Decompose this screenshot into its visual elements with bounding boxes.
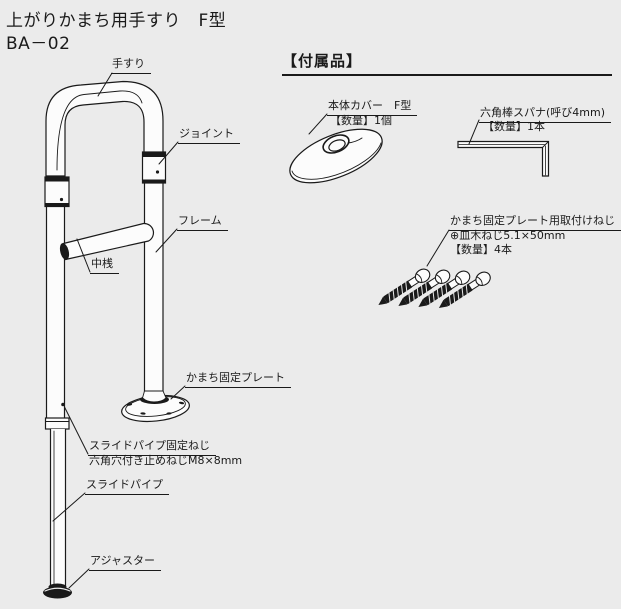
handrail-drawing <box>43 80 190 599</box>
label-joint: ジョイント <box>178 127 240 144</box>
accessory-screws-qty: 【数量】4本 <box>450 243 512 256</box>
leader-joint <box>158 141 179 165</box>
accessory-cover-qty: 【数量】1個 <box>330 114 392 127</box>
mid-rail-bar <box>59 222 155 261</box>
page-title: 上がりかまち用手すり F型 <box>6 11 227 31</box>
model-number: BA－02 <box>6 34 71 54</box>
kamachi-plate-drawing <box>121 390 190 423</box>
cover-drawing <box>289 128 383 184</box>
leader-adjuster <box>68 568 90 589</box>
label-kamachi-plate: かまち固定プレート <box>185 371 291 388</box>
accessory-wrench-name: 六角棒スパナ(呼び4mm) <box>479 106 612 123</box>
set-screw-dot <box>155 170 160 174</box>
label-adjuster: アジャスター <box>89 554 162 571</box>
leader-wrench <box>468 119 480 145</box>
screws-drawing <box>374 265 494 314</box>
leader-cover <box>308 113 328 135</box>
label-slide-pipe-screw: スライドパイプ固定ねじ <box>88 439 216 456</box>
joint-sleeve-right <box>141 151 167 184</box>
leader-screws <box>426 229 450 267</box>
accessory-cover-name: 本体カバー F型 <box>327 99 418 116</box>
leader-kamachi-plate <box>170 385 186 400</box>
label-mid-rail: 中桟 <box>90 257 119 274</box>
slide-pipe-drawing <box>44 417 70 588</box>
leader-handrail <box>97 72 113 97</box>
label-slide-pipe-screw-spec: 六角穴付き止めねじM8×8mm <box>89 454 243 467</box>
joint-sleeve-left <box>44 176 70 208</box>
leader-slide-pipe-screw <box>64 406 89 455</box>
handrail-form-line <box>56 90 143 171</box>
set-screw-dot <box>59 197 64 202</box>
label-slide-pipe: スライドパイプ <box>85 478 169 495</box>
frame-pipe-left <box>45 205 66 419</box>
accessories-title: 【付属品】 <box>282 50 612 76</box>
label-frame: フレーム <box>177 214 228 231</box>
adjuster-foot <box>43 583 72 599</box>
accessory-screws-spec: ⊕皿木ねじ5.1×50mm <box>450 229 566 242</box>
leader-slide-pipe <box>52 492 86 522</box>
accessory-wrench-qty: 【数量】1本 <box>483 120 545 133</box>
accessory-screws-name: かまち固定プレート用取付けねじ <box>449 214 621 231</box>
leader-frame <box>155 228 178 253</box>
hex-wrench-drawing <box>457 140 550 177</box>
leader-mid-rail <box>76 238 91 273</box>
leader-lines <box>52 72 480 589</box>
slide-pipe-set-screw-dot <box>61 402 65 407</box>
frame-pipe-right <box>143 182 164 393</box>
label-handrail: 手すり <box>111 57 151 74</box>
